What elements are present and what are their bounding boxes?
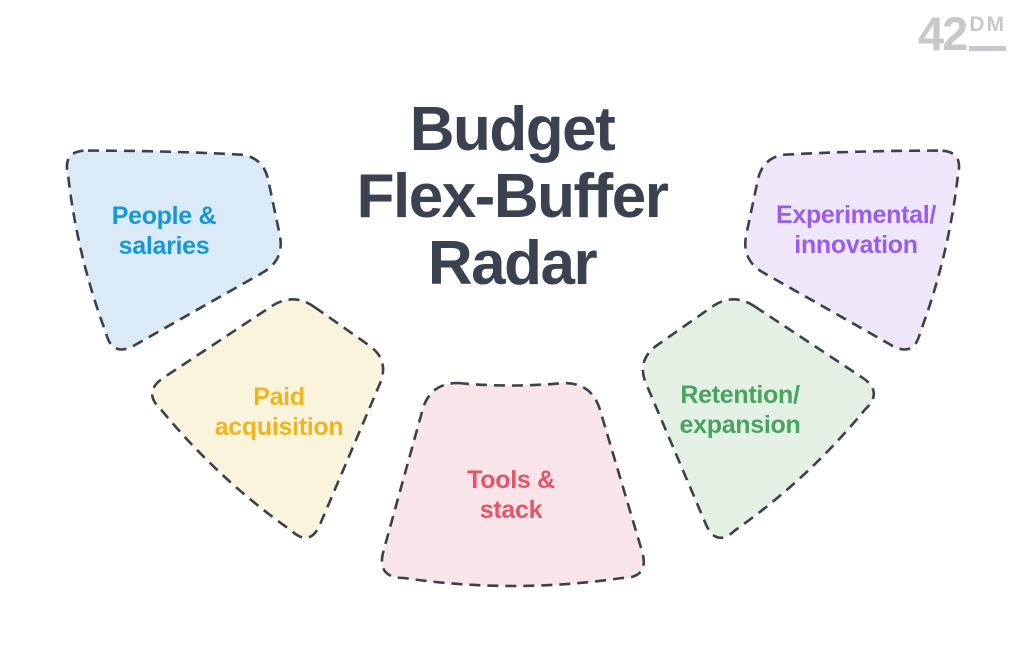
segment-people-salaries (65, 149, 282, 351)
segment-experimental-innovation (744, 149, 961, 351)
logo-letters: DM (969, 13, 1006, 36)
segment-paid-acquisition (150, 298, 385, 540)
diagram-title: Budget Flex-Buffer Radar (356, 95, 669, 298)
logo-number: 42 (918, 7, 968, 60)
brand-logo: 42 DM (918, 7, 1006, 60)
segment-tools-stack (380, 381, 646, 588)
logo-letters-block: DM (969, 13, 1006, 51)
segment-retention-expansion (641, 298, 876, 540)
logo-underline-bar (969, 46, 1006, 51)
